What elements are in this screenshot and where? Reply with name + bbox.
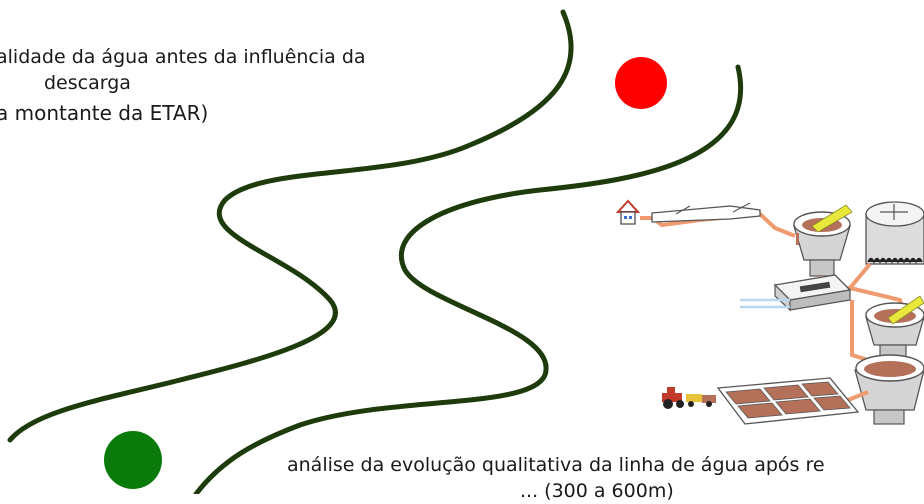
disinfection-tank: [773, 274, 852, 312]
sludge-drying-beds: [716, 377, 860, 425]
river-bank-left: [7, 9, 574, 443]
downstream-label-line-2: ... (300 a 600m): [520, 480, 674, 502]
secondary-clarifier: [865, 295, 924, 360]
primary-clarifier: [793, 204, 853, 277]
upstream-sample-point: [615, 57, 667, 109]
tractor-icon: [662, 387, 716, 409]
downstream-label-line-1: análise da evolução qualitativa da linha…: [287, 454, 825, 476]
river-bank-right: [193, 64, 743, 494]
screening-channel: [651, 202, 761, 223]
house-icon: [615, 199, 641, 225]
downstream-sample-point: [104, 431, 162, 489]
sludge-digester: [854, 354, 924, 425]
upstream-label-line-3: a montante da ETAR): [0, 101, 209, 125]
upstream-label-line-2: descarga: [44, 72, 131, 94]
etar-plant-illustration: [615, 199, 924, 425]
upstream-label-line-1: alidade da água antes da influência da: [0, 46, 366, 68]
biological-reactor: [865, 201, 924, 265]
